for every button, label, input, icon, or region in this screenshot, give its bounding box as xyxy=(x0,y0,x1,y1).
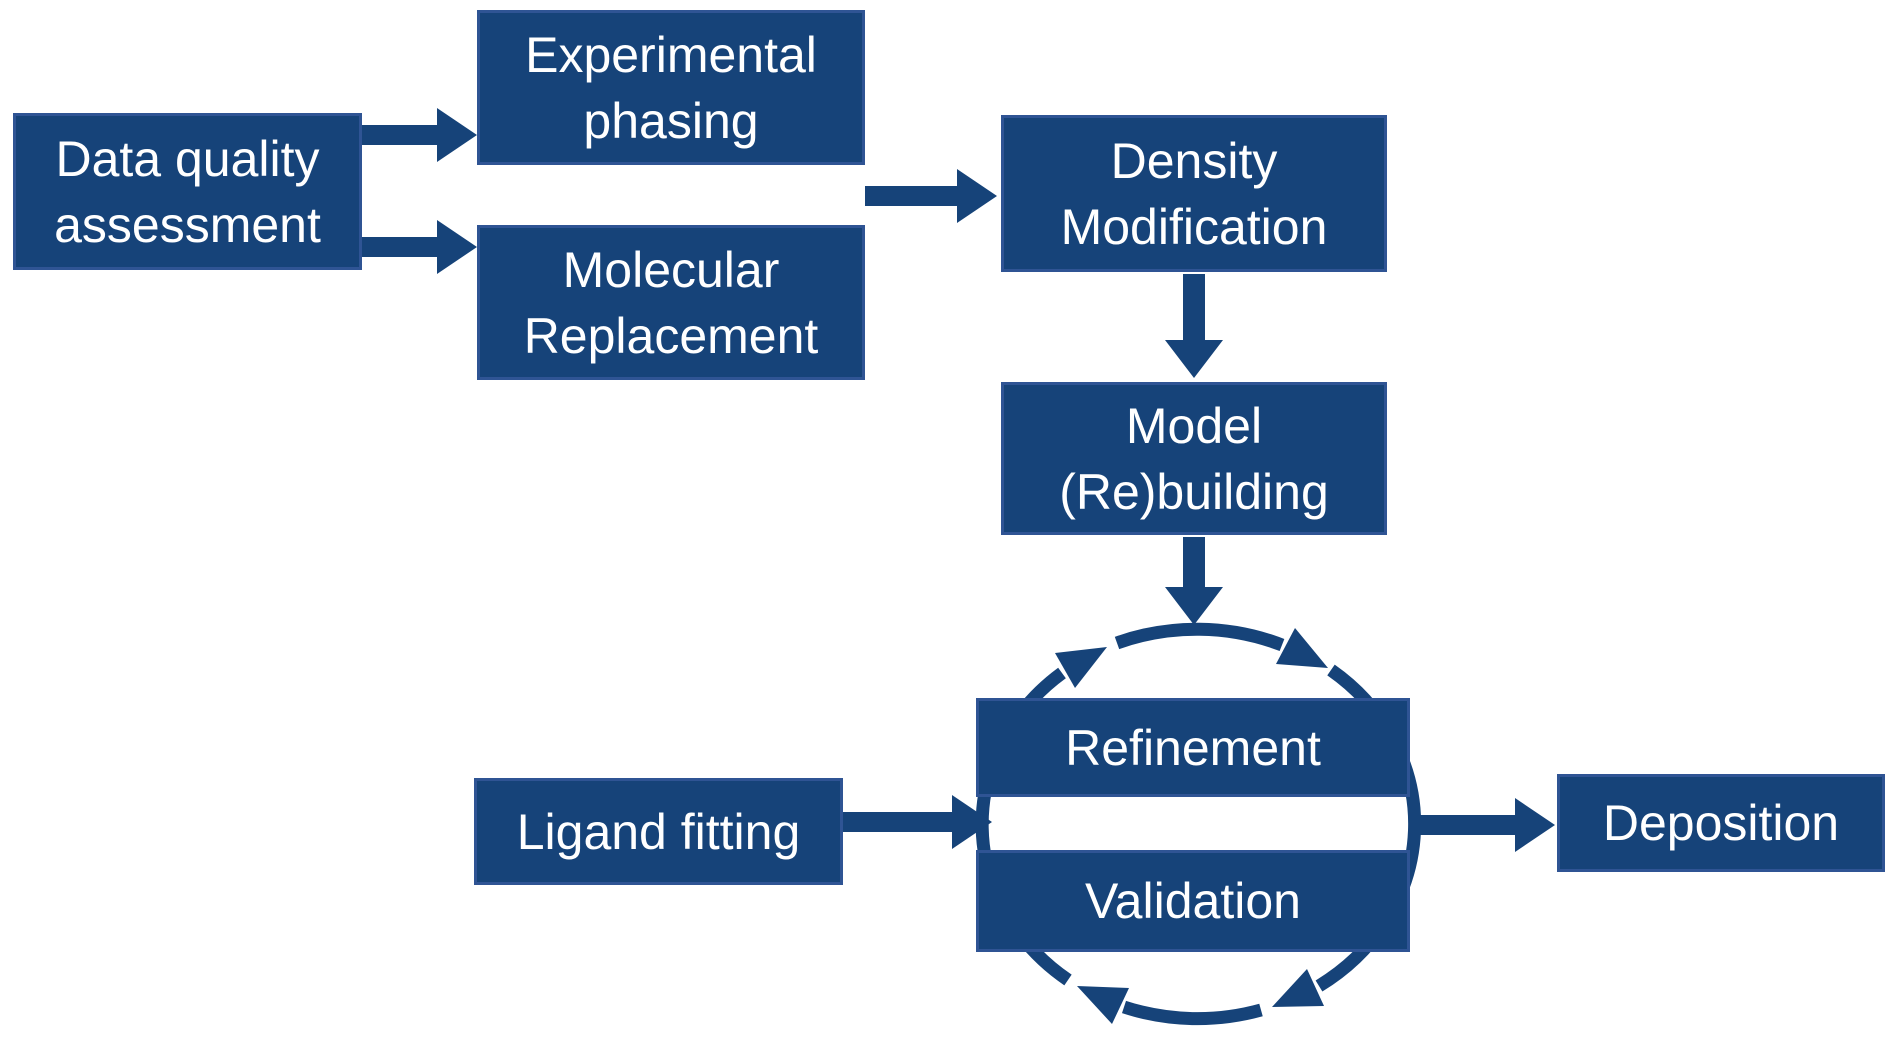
node-ligand-fitting: Ligand fitting xyxy=(474,778,843,885)
cycle-arc-top xyxy=(1114,622,1285,652)
cycle-arc-bottom xyxy=(1121,1000,1263,1026)
node-label-line: Replacement xyxy=(523,307,819,364)
cycle-arrowhead-lower-right-icon xyxy=(1272,969,1324,1007)
node-label-line: Molecular xyxy=(562,241,780,298)
arrow-model-to-refinement-cycle xyxy=(1165,537,1223,625)
node-label-line: Data quality xyxy=(55,130,320,187)
node-label-line: Ligand fitting xyxy=(516,803,801,860)
node-label-line: phasing xyxy=(583,92,759,149)
node-label-line: Model xyxy=(1125,397,1263,454)
node-deposition: Deposition xyxy=(1557,774,1885,872)
node-validation: Validation xyxy=(976,850,1410,952)
node-experimental-phasing: Experimental phasing xyxy=(477,10,865,165)
arrow-ligand-fitting-to-cycle xyxy=(843,795,992,849)
node-data-quality-assessment: Data quality assessment xyxy=(13,113,362,270)
cycle-arrowhead-upper-left-icon xyxy=(1055,647,1107,688)
node-label-line: assessment xyxy=(54,196,321,253)
node-label-line: Refinement xyxy=(1065,719,1321,776)
node-label-line: Modification xyxy=(1060,198,1328,255)
node-label-line: (Re)building xyxy=(1059,463,1329,520)
node-label-line: Validation xyxy=(1085,873,1301,929)
arrow-phasing-to-density-modification xyxy=(865,169,997,223)
arrow-cycle-to-deposition xyxy=(1412,798,1555,852)
arrow-density-to-model-rebuilding xyxy=(1165,274,1223,378)
node-density-modification: Density Modification xyxy=(1001,115,1387,272)
node-label-line: Density xyxy=(1110,132,1278,189)
node-label-line: Deposition xyxy=(1602,795,1840,851)
node-label-line: Experimental xyxy=(525,26,817,83)
node-model-rebuilding: Model (Re)building xyxy=(1001,382,1387,535)
cycle-arrowhead-upper-right-icon xyxy=(1276,628,1328,668)
cycle-arrowhead-lower-left-icon xyxy=(1077,986,1129,1024)
node-molecular-replacement: Molecular Replacement xyxy=(477,225,865,380)
arrow-data-quality-to-experimental-phasing xyxy=(362,108,477,162)
node-refinement: Refinement xyxy=(976,698,1410,797)
arrow-data-quality-to-molecular-replacement xyxy=(362,220,477,274)
